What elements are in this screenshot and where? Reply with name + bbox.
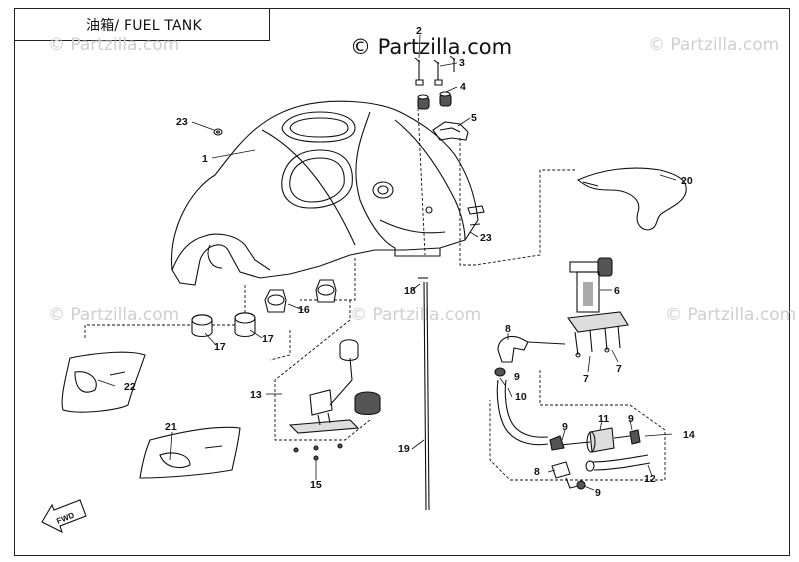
pad-22: [61, 351, 146, 413]
callout-3: 3: [459, 57, 465, 69]
watermark: © Partzilla.com: [648, 35, 780, 55]
callout-12: 12: [644, 473, 656, 485]
callout-23a: 23: [176, 116, 188, 128]
grommets-16-17: [191, 279, 337, 338]
callout-17a: 17: [214, 341, 226, 353]
callout-2: 2: [416, 25, 422, 37]
hose-12: [585, 454, 651, 472]
elbow-8: [497, 335, 566, 363]
callout-18: 18: [404, 285, 416, 297]
watermark: © Partzilla.com: [48, 35, 180, 55]
pad-21: [139, 426, 241, 479]
title-block: [14, 8, 270, 41]
callout-7b: 7: [616, 363, 622, 375]
callout-14: 14: [683, 429, 695, 441]
callout-labels: 23 1 2 3 4 5 23 20 6 7 7 8 9 10 9 11 9 1…: [55, 25, 695, 526]
callout-5: 5: [471, 112, 477, 124]
watermark: © Partzilla.com: [350, 305, 482, 325]
callout-11: 11: [598, 413, 609, 425]
bolt-23-right: [467, 205, 485, 226]
hose-10: [494, 367, 549, 446]
callout-10: 10: [515, 391, 527, 403]
callout-19: 19: [398, 443, 410, 455]
callout-8a: 8: [505, 323, 511, 335]
fuel-tank: [170, 100, 479, 286]
elbow-8-lower: [551, 461, 586, 490]
callout-22: 22: [124, 381, 136, 393]
drawing-frame: [14, 8, 790, 556]
bracket-5: [432, 121, 469, 141]
filter-11: [549, 427, 641, 453]
group-lines: [84, 107, 666, 481]
callout-1: 1: [202, 153, 208, 165]
callout-9c: 9: [628, 413, 634, 425]
bolts-2-3: [414, 55, 456, 86]
callout-4: 4: [460, 81, 466, 93]
callout-8b: 8: [534, 466, 540, 478]
rubber-4: [417, 91, 452, 110]
leader-lines: [97, 34, 677, 491]
callout-7a: 7: [583, 373, 589, 385]
breather-hose-19: [418, 277, 430, 511]
partzilla-logo: © Partzilla.com: [350, 35, 513, 59]
callout-20: 20: [681, 175, 693, 187]
callout-16: 16: [298, 304, 310, 316]
callout-23b: 23: [480, 232, 492, 244]
callout-15: 15: [310, 479, 322, 491]
callout-9d: 9: [595, 487, 601, 499]
watermark: © Partzilla.com: [665, 305, 797, 325]
watermark: © Partzilla.com: [48, 305, 180, 325]
callout-13: 13: [250, 389, 262, 401]
callout-9b: 9: [562, 421, 568, 433]
callout-6: 6: [614, 285, 620, 297]
heat-shield-20: [576, 167, 687, 231]
fwd-arrow-icon: [41, 499, 87, 534]
callout-9a: 9: [514, 371, 520, 383]
fuel-sender-13: [288, 339, 381, 461]
callout-21: 21: [165, 421, 177, 433]
fuel-pump-6: [567, 257, 629, 358]
diagram-title: 油箱/ FUEL TANK: [86, 18, 202, 34]
callout-17b: 17: [262, 333, 274, 345]
bolt-23: [213, 128, 223, 136]
